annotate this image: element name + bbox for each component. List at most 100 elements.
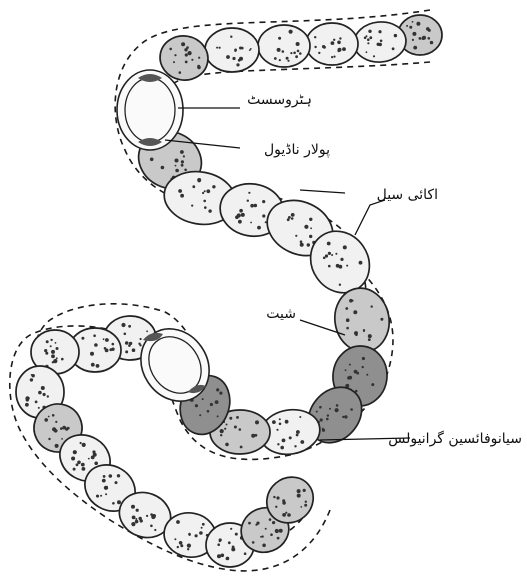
granule-dot [81, 337, 84, 340]
granule-dot [210, 403, 213, 406]
granule-dot [225, 443, 229, 447]
granule-dot [327, 414, 329, 416]
granule-dot [430, 41, 433, 44]
granule-dot [314, 36, 316, 38]
granule-dot [217, 415, 219, 417]
granule-dot [282, 513, 286, 517]
granule-dot [93, 453, 97, 457]
granule-dot [359, 261, 363, 265]
granule-dot [255, 524, 257, 526]
granule-dot [183, 155, 185, 157]
granule-dot [221, 554, 225, 558]
granule-dot [234, 426, 237, 429]
granule-dot [73, 468, 76, 471]
granule-dot [177, 546, 179, 548]
granule-dot [186, 46, 189, 49]
granule-dot [174, 54, 176, 56]
granule-dot [239, 57, 243, 61]
granule-dot [203, 200, 206, 203]
granule-dot [278, 37, 281, 40]
granule-dot [207, 410, 210, 413]
granule-dot [287, 513, 291, 517]
granule-dot [62, 426, 66, 430]
granule-dot [338, 48, 342, 52]
granule-dot [91, 363, 95, 367]
granule-dot [96, 495, 99, 498]
granule-dot [368, 334, 372, 338]
granule-dot [297, 494, 301, 498]
granule-dot [125, 350, 128, 353]
granule-dot [178, 189, 182, 193]
granule-dot [35, 401, 38, 404]
granule-dot [199, 414, 201, 416]
granule-dot [257, 226, 261, 230]
granule-dot [252, 541, 255, 544]
granule-dot [106, 339, 108, 341]
granule-dot [277, 537, 280, 540]
cell-body [205, 28, 259, 72]
granule-dot [132, 348, 136, 352]
granule-dot [109, 474, 113, 478]
granule-dot [339, 265, 343, 269]
granule-dot [362, 366, 364, 368]
granule-dot [48, 416, 50, 418]
granule-dot [202, 398, 204, 400]
granule-dot [279, 418, 281, 420]
granule-dot [230, 528, 232, 530]
granule-dot [82, 467, 86, 471]
granule-dot [202, 523, 205, 526]
granule-dot [103, 475, 106, 478]
granule-dot [55, 444, 59, 448]
granule-dot [25, 396, 29, 400]
granule-dot [274, 57, 277, 60]
granule-dot [364, 37, 367, 40]
granule-dot [219, 47, 221, 49]
granule-dot [195, 534, 198, 537]
granule-dot [280, 446, 284, 450]
granule-dot [181, 160, 184, 163]
leader-vegetative-cell [300, 190, 345, 193]
granule-dot [318, 52, 320, 54]
granule-dot [336, 404, 339, 407]
granule-dot [282, 439, 286, 443]
vegetative-cell [258, 25, 310, 67]
granule-dot [226, 55, 230, 59]
granule-dot [71, 457, 75, 461]
granule-dot [294, 445, 296, 447]
granule-dot [244, 552, 247, 555]
granule-dot [154, 529, 156, 531]
granule-dot [368, 30, 371, 33]
granule-dot [150, 525, 153, 528]
granule-dot [378, 30, 381, 33]
granule-dot [343, 245, 347, 249]
granule-dot [344, 415, 347, 418]
granule-dot [198, 57, 200, 59]
granule-dot [296, 430, 300, 434]
granule-dot [44, 418, 48, 422]
granule-dot [219, 392, 222, 395]
granule-dot [204, 206, 207, 209]
granule-dot [309, 218, 312, 221]
granule-dot [380, 40, 383, 43]
granule-dot [335, 253, 337, 255]
granule-dot [188, 51, 192, 55]
granule-dot [232, 57, 235, 60]
granule-dot [174, 538, 176, 540]
granule-dot [47, 395, 49, 397]
granule-dot [31, 374, 33, 376]
granule-dot [38, 407, 40, 409]
granule-dot [276, 429, 278, 431]
granule-dot [38, 391, 42, 395]
granule-dot [300, 240, 303, 243]
granule-dot [356, 372, 359, 375]
granule-dot [45, 352, 48, 355]
granule-dot [337, 41, 341, 45]
granule-dot [216, 388, 219, 391]
granule-dot [392, 47, 395, 50]
granule-dot [428, 29, 431, 32]
granule-dot [55, 430, 57, 432]
granule-dot [323, 257, 326, 260]
granule-dot [56, 347, 59, 350]
granule-dot [373, 55, 375, 57]
